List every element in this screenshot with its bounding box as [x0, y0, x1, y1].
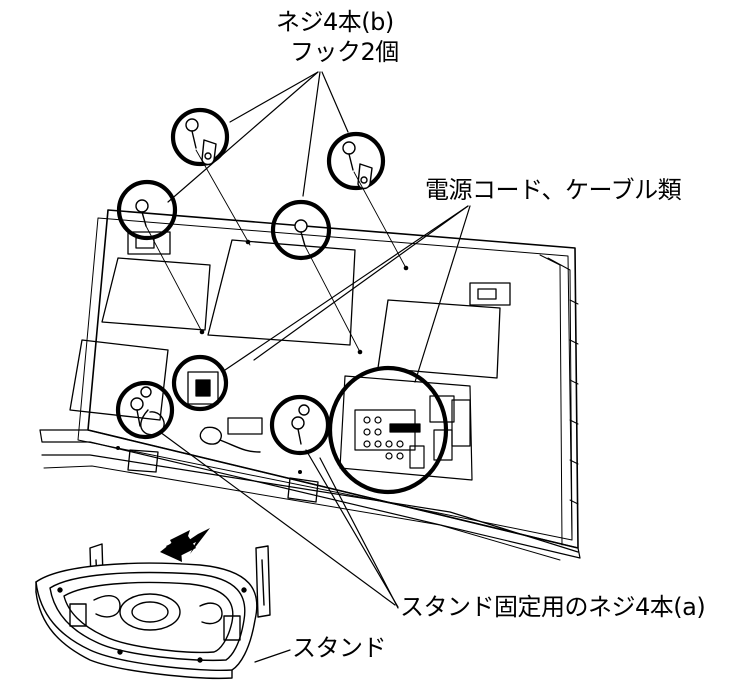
circle-screw-b-left: [116, 179, 178, 241]
label-power-cord-cables: 電源コード、ケーブル類: [425, 176, 682, 204]
label-stand: スタンド: [292, 634, 387, 662]
panel-upper-left: [101, 257, 211, 331]
highlight-circles: [115, 107, 449, 495]
down-arrow-icon: [160, 528, 210, 562]
label-hooks: フック2個: [290, 38, 399, 66]
label-screws-b: ネジ4本(b): [276, 8, 394, 36]
label-stand-screws-a: スタンド固定用のネジ4本(a): [400, 593, 706, 621]
power-inlet: [187, 371, 263, 435]
circle-screw-b-center: [270, 199, 332, 261]
leader-lines: [145, 71, 471, 663]
label-plate: [227, 417, 263, 435]
panel-lower-left: [69, 339, 169, 421]
circle-terminals: [327, 365, 449, 495]
circle-power-inlet: [171, 354, 229, 412]
stand: [35, 543, 271, 679]
panel-right: [377, 299, 501, 379]
hooks: [201, 139, 373, 190]
terminal-block: [339, 375, 473, 481]
screws: [130, 118, 356, 445]
circle-stand-screw-left: [115, 380, 175, 440]
circle-hook-left: [170, 107, 230, 167]
circle-stand-screw-right: [269, 394, 331, 456]
panel-upper-center: [207, 239, 356, 346]
tv-back-panel: [39, 209, 581, 561]
panel-recesses: [69, 239, 501, 421]
circle-hook-right: [326, 131, 386, 191]
stand-mount-blocks: [127, 449, 319, 503]
bracket-right: [469, 282, 511, 306]
